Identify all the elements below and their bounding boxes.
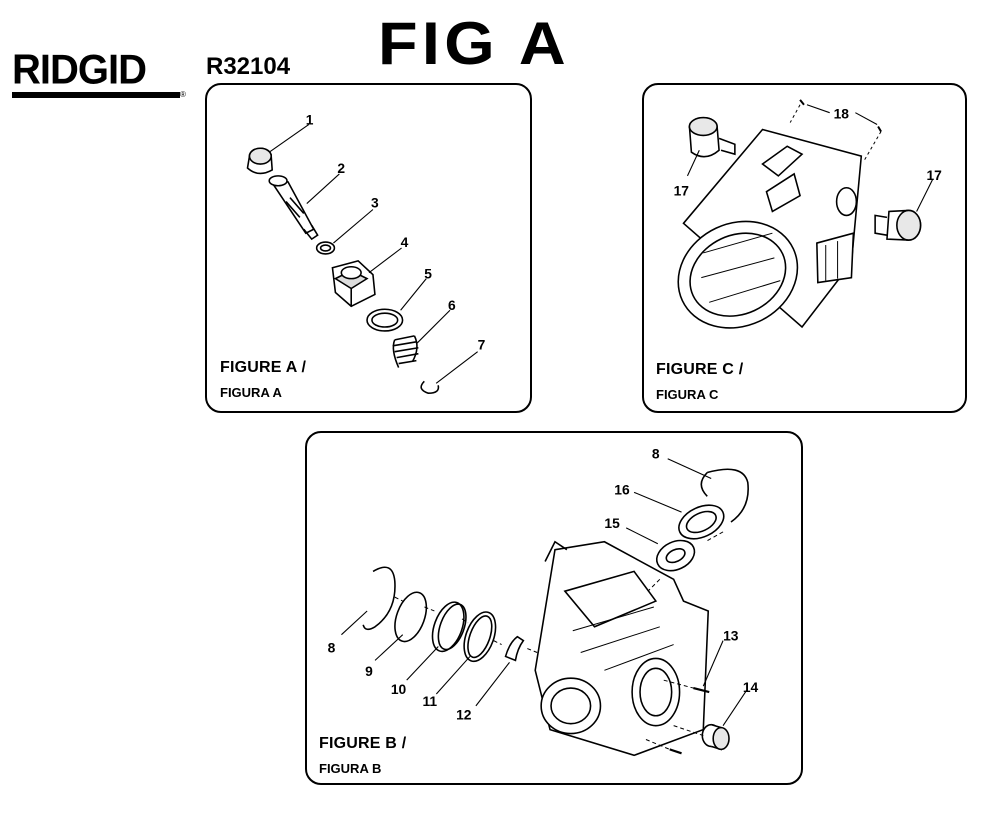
figure-b-drawing: 8 16 15 13 14 8 9 10 11 12 [328,446,759,757]
logo-underline [12,92,180,98]
figure-c-caption-es: FIGURA C [656,387,719,402]
callout-8-left: 8 [328,639,336,655]
figure-title: FIG A [378,10,570,77]
callout-12: 12 [456,707,472,723]
figure-a-caption-es: FIGURA A [220,385,282,400]
figure-a-drawing: 1 2 3 4 5 6 7 [246,112,486,394]
figure-b-caption: FIGURE B / [319,735,407,752]
callout-4: 4 [401,234,409,250]
crankcase-housing [534,540,710,757]
callout-14: 14 [743,679,759,695]
part-10-disc [431,601,465,653]
callout-3: 3 [371,195,379,211]
callout-2: 2 [337,160,345,176]
callout-5: 5 [424,266,432,282]
part-14-bearing [701,723,730,751]
ridgid-logo: RIDGID ® [12,46,186,102]
callout-1: 1 [306,112,314,128]
part-8-top-ring [700,468,749,523]
figure-c-drawing: 18 17 17 [674,99,942,329]
figure-c-caption: FIGURE C / [656,361,744,378]
part-2-stem [268,175,319,241]
callout-15: 15 [604,515,620,531]
figure-b-panel: 8 16 15 13 14 8 9 10 11 12 FIGURE B / FI… [305,431,803,785]
callout-7: 7 [478,337,486,353]
part-4-valve-body [331,259,376,308]
part-5-washer [366,308,404,332]
part-17-left-cap [688,116,736,158]
callout-8-top: 8 [652,446,660,462]
callout-17-right: 17 [926,167,942,183]
callout-17-left: 17 [674,183,690,199]
motor-housing [677,128,863,329]
part-7-clip [420,380,440,394]
logo-wordmark: RIDGID [12,46,147,94]
figure-b-caption-es: FIGURA B [319,761,382,776]
part-16-seal [678,504,725,540]
callout-18: 18 [834,106,850,122]
part-15-bearing [655,539,696,572]
registered-mark: ® [180,90,186,99]
part-17-right-cap [874,209,922,241]
part-9-disc [394,591,428,643]
figure-a-panel: 1 2 3 4 5 6 7 FIGURE A / FIGURA A [205,83,532,413]
part-8-left-ring [362,566,396,631]
part-13-pin-bottom [669,748,682,755]
part-18-pin-right [877,126,882,132]
model-number: R32104 [206,53,291,80]
part-11-ring [463,611,497,663]
callout-11: 11 [423,693,438,709]
callout-9: 9 [365,663,373,679]
callout-13: 13 [723,628,739,644]
figure-a-caption: FIGURE A / [220,359,307,376]
callout-16: 16 [614,481,630,497]
callout-10: 10 [391,681,407,697]
part-13-pin-top [693,687,710,694]
part-3-oring [315,241,336,255]
part-18-pin-left [799,99,805,106]
callout-6: 6 [448,297,456,313]
part-6-spring [392,335,419,368]
part-1-cap [246,147,274,175]
figure-c-panel: 18 17 17 FIGURE C / FIGURA C [642,83,967,413]
part-12-clip [504,635,525,662]
